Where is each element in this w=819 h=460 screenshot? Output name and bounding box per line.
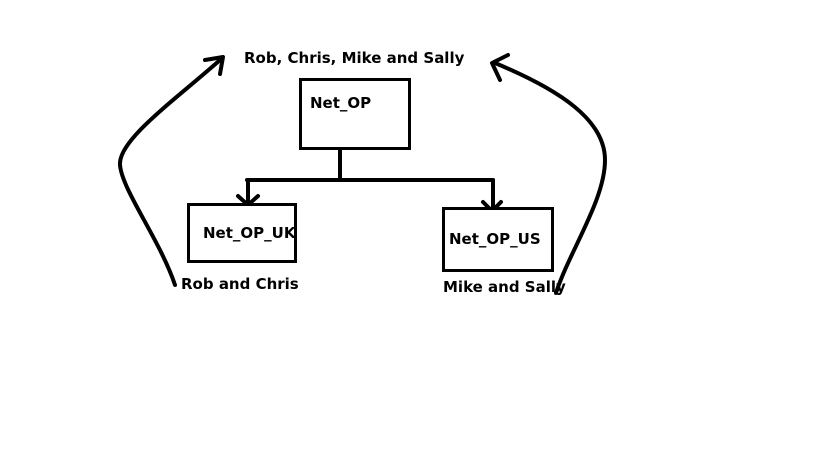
left-curved-arrow [118, 58, 222, 287]
top-group-label: Rob, Chris, Mike and Sally [244, 49, 465, 67]
uk-members-caption: Rob and Chris [181, 275, 299, 293]
root-node-label: Net_OP [310, 94, 372, 112]
right-curved-arrow [493, 61, 608, 295]
root-connector-line [245, 148, 495, 182]
us-node-box: Net_OP_US [442, 207, 554, 272]
root-node-box: Net_OP [299, 78, 411, 150]
uk-node-label: Net_OP_UK [203, 224, 296, 242]
right-curved-arrowhead [490, 53, 510, 82]
uk-node-box: Net_OP_UK [187, 203, 297, 263]
us-node-label: Net_OP_US [449, 230, 541, 248]
left-curved-arrowhead [203, 55, 225, 76]
us-members-caption: Mike and Sally [443, 278, 566, 296]
